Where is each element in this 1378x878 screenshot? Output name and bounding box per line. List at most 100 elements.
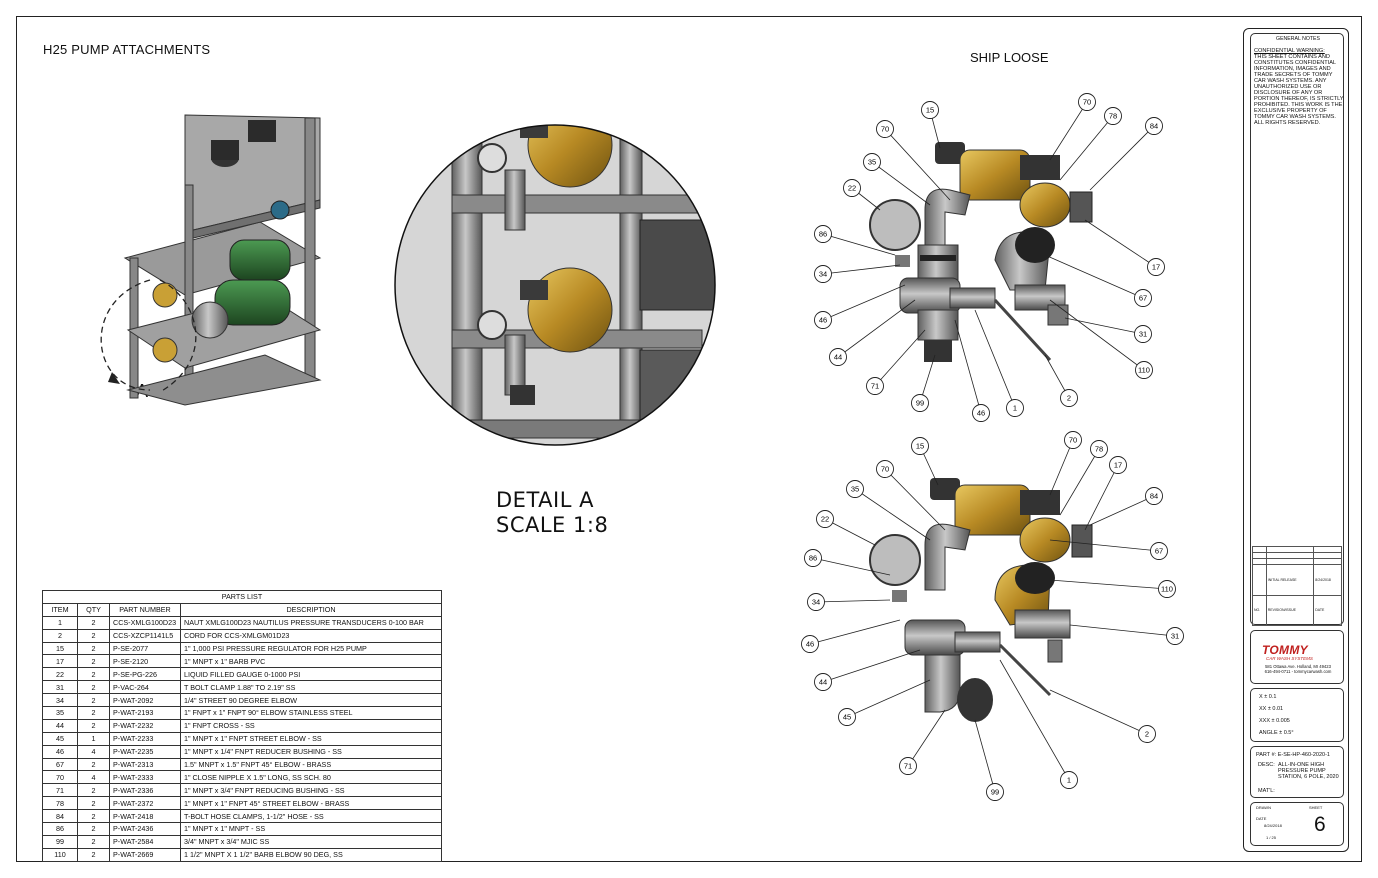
- balloon-circle: [814, 265, 832, 283]
- material-label: MAT'L:: [1258, 788, 1275, 794]
- date-value: 8/24/2018: [1264, 823, 1282, 828]
- rev-no-h: NO.: [1252, 594, 1267, 627]
- balloon-circle: [1134, 325, 1152, 343]
- qty-cell: 2: [77, 641, 110, 656]
- balloon-circle: [863, 153, 881, 171]
- description-cell: 1" CLOSE NIPPLE X 1.5" LONG, SS SCH. 80: [180, 770, 442, 785]
- balloon-label: 2: [1145, 730, 1149, 739]
- balloon-label: 84: [1150, 492, 1158, 501]
- balloon-circle: [1147, 258, 1165, 276]
- detail-a-view: [394, 124, 716, 446]
- rev-issue-h: REVISION/ISSUE: [1265, 594, 1315, 627]
- balloon-label: 70: [1083, 98, 1091, 107]
- col-qty: QTY: [77, 602, 110, 617]
- balloon-label: 110: [1161, 585, 1173, 594]
- company-logo: TOMMY: [1262, 643, 1308, 657]
- tolerance-box: [1250, 688, 1344, 742]
- address-line: 581 Ottawa Ave. Holland, MI 49423: [1265, 664, 1331, 669]
- description-cell: T BOLT CLAMP 1.88" TO 2.19" SS: [180, 680, 442, 695]
- rev-initial: INITIAL RELEASE: [1265, 564, 1315, 596]
- balloon-circle: [1135, 361, 1153, 379]
- item-cell: 110: [42, 847, 78, 862]
- item-cell: 70: [42, 770, 78, 785]
- qty-cell: 2: [77, 667, 110, 682]
- qty-cell: 1: [77, 731, 110, 746]
- part-number-cell: P-SE-2120: [109, 654, 181, 669]
- description-cell: 1" MNPT x 1" MNPT - SS: [180, 822, 442, 836]
- item-cell: 86: [42, 822, 78, 836]
- balloon-label: 84: [1150, 122, 1158, 131]
- main-title: H25 PUMP ATTACHMENTS: [43, 42, 211, 57]
- item-cell: 44: [42, 718, 78, 733]
- drawn-label: DRAWN: [1256, 805, 1271, 810]
- item-cell: 99: [42, 834, 78, 849]
- parts-list-title: PARTS LIST: [42, 590, 442, 604]
- title-block: [1243, 28, 1349, 852]
- qty-cell: 2: [77, 796, 110, 811]
- parts-list-table: PARTS LIST ITEM QTY PART NUMBER DESCRIPT…: [42, 590, 442, 862]
- item-cell: 84: [42, 809, 78, 824]
- qty-cell: 2: [77, 693, 110, 708]
- part-info-box: [1250, 746, 1344, 798]
- balloon-label: 86: [819, 230, 827, 239]
- balloon-circle: [899, 757, 917, 775]
- ship-loose-assembly-lower: [869, 478, 1093, 722]
- balloon-circle: [846, 480, 864, 498]
- scale-value: 1 / 25: [1266, 835, 1277, 840]
- balloon-label: 22: [848, 184, 856, 193]
- description-cell: 1" MNPT x 3/4" FNPT REDUCING BUSHING - S…: [180, 783, 442, 798]
- balloon-label: 70: [881, 125, 889, 134]
- balloon-circle: [921, 101, 939, 119]
- part-number-cell: P-WAT-2418: [109, 809, 181, 824]
- item-cell: 35: [42, 706, 78, 720]
- description-cell: 1" FNPT x 1" FNPT 90° ELBOW STAINLESS ST…: [180, 706, 442, 720]
- balloon-circle: [814, 673, 832, 691]
- balloon-circle: [911, 394, 929, 412]
- desc-value: ALL-IN-ONE HIGH PRESSURE PUMP STATION, 6…: [1278, 762, 1339, 780]
- balloon-circle: [986, 783, 1004, 801]
- parts-list-header: ITEM QTY PART NUMBER DESCRIPTION: [42, 602, 442, 617]
- part-number-cell: P-WAT-2669: [109, 847, 181, 862]
- ship-loose-title: SHIP LOOSE: [970, 50, 1049, 65]
- balloon-label: 99: [916, 399, 924, 408]
- balloon-label: 22: [821, 515, 829, 524]
- part-number-cell: CCS-XMLG100D23: [109, 615, 181, 630]
- balloon-label: 15: [926, 106, 934, 115]
- balloon-circle: [1064, 431, 1082, 449]
- balloon-label: 67: [1139, 294, 1147, 303]
- balloon-circle: [876, 120, 894, 138]
- rev-date: 8/24/2018: [1313, 564, 1342, 596]
- part-number-cell: P-WAT-2372: [109, 796, 181, 811]
- description-cell: 1" MNPT x 1" FNPT 45° STREET ELBOW - BRA…: [180, 796, 442, 811]
- company-logo-sub: CAR WASH SYSTEMS: [1266, 656, 1313, 661]
- phone-line: 616-494-0711 - tommycarwash.com: [1264, 669, 1332, 674]
- balloon-circle: [804, 549, 822, 567]
- balloon-label: 78: [1109, 112, 1117, 121]
- balloon-circle: [1150, 542, 1168, 560]
- balloon-circle: [807, 593, 825, 611]
- item-cell: 71: [42, 783, 78, 798]
- description-cell: 1" MNPT x 1" BARB PVC: [180, 654, 442, 669]
- sheet-box: [1250, 802, 1344, 846]
- balloon-circle: [1138, 725, 1156, 743]
- col-part-number: PART NUMBER: [109, 602, 181, 617]
- notes-text: CONFIDENTIAL WARNING: THIS SHEET CONTAIN…: [1254, 48, 1344, 126]
- balloon-circle: [814, 311, 832, 329]
- balloon-label: 110: [1138, 366, 1150, 375]
- balloon-circle: [801, 635, 819, 653]
- balloon-circle: [1158, 580, 1176, 598]
- company-address: 581 Ottawa Ave. Holland, MI 49423 616-49…: [1256, 664, 1340, 674]
- part-number-cell: P-WAT-2232: [109, 718, 181, 733]
- balloon-label: 1: [1013, 404, 1017, 413]
- qty-cell: 2: [77, 809, 110, 824]
